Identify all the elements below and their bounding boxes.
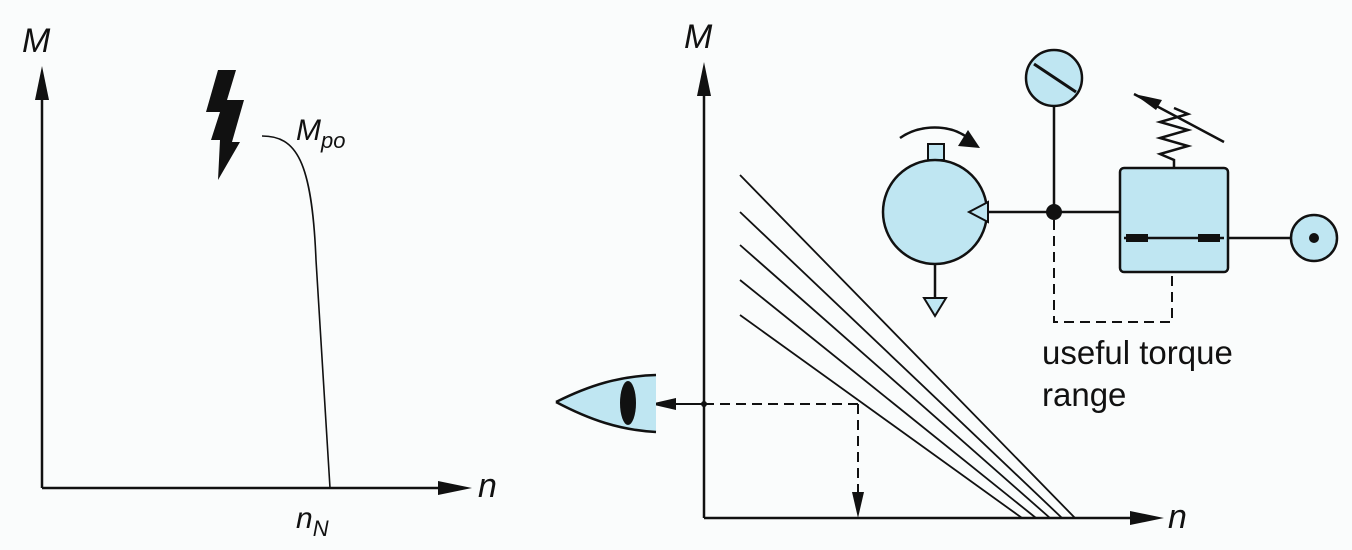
right-y-axis xyxy=(697,62,711,518)
junction-dot xyxy=(1046,204,1062,220)
curve-label-main: M xyxy=(296,114,321,147)
left-y-axis-label: M xyxy=(22,22,51,60)
right-x-axis-label: n xyxy=(1168,498,1187,536)
port-icon xyxy=(1289,213,1339,263)
torque-line xyxy=(739,174,1076,519)
useful-torque-label: useful torque xyxy=(1042,334,1233,371)
down-arrow xyxy=(852,492,864,518)
pressure-gauge-icon xyxy=(1024,48,1084,212)
eye-icon xyxy=(555,373,657,434)
reading-guides xyxy=(650,398,864,518)
right-y-axis-label: M xyxy=(684,18,713,56)
hydraulic-motor-icon xyxy=(881,126,989,318)
left-x-axis-label: n xyxy=(478,467,497,505)
torque-line xyxy=(739,279,1037,519)
left-diagram: M n Mpo nN xyxy=(22,22,497,541)
hydraulic-circuit xyxy=(881,48,1339,323)
torque-line xyxy=(739,211,1063,519)
torque-line-family xyxy=(739,174,1076,519)
left-torque-curve xyxy=(261,135,331,489)
useful-range-bracket xyxy=(1053,220,1173,323)
right-x-axis xyxy=(704,511,1164,525)
range-label: range xyxy=(1042,376,1126,413)
right-diagram: M n xyxy=(555,18,1339,536)
x-tick-label: nN xyxy=(296,502,329,541)
left-arrow xyxy=(650,398,676,410)
lightning-icon xyxy=(206,70,244,180)
curve-label: Mpo xyxy=(296,114,345,153)
left-x-axis xyxy=(42,481,472,495)
curve-label-sub: po xyxy=(320,128,345,153)
left-y-axis xyxy=(35,66,49,488)
x-tick-sub: N xyxy=(313,516,329,541)
x-tick-main: n xyxy=(296,502,313,535)
relief-valve-icon xyxy=(1118,92,1230,274)
torque-line xyxy=(739,244,1051,519)
torque-line xyxy=(739,314,1023,519)
